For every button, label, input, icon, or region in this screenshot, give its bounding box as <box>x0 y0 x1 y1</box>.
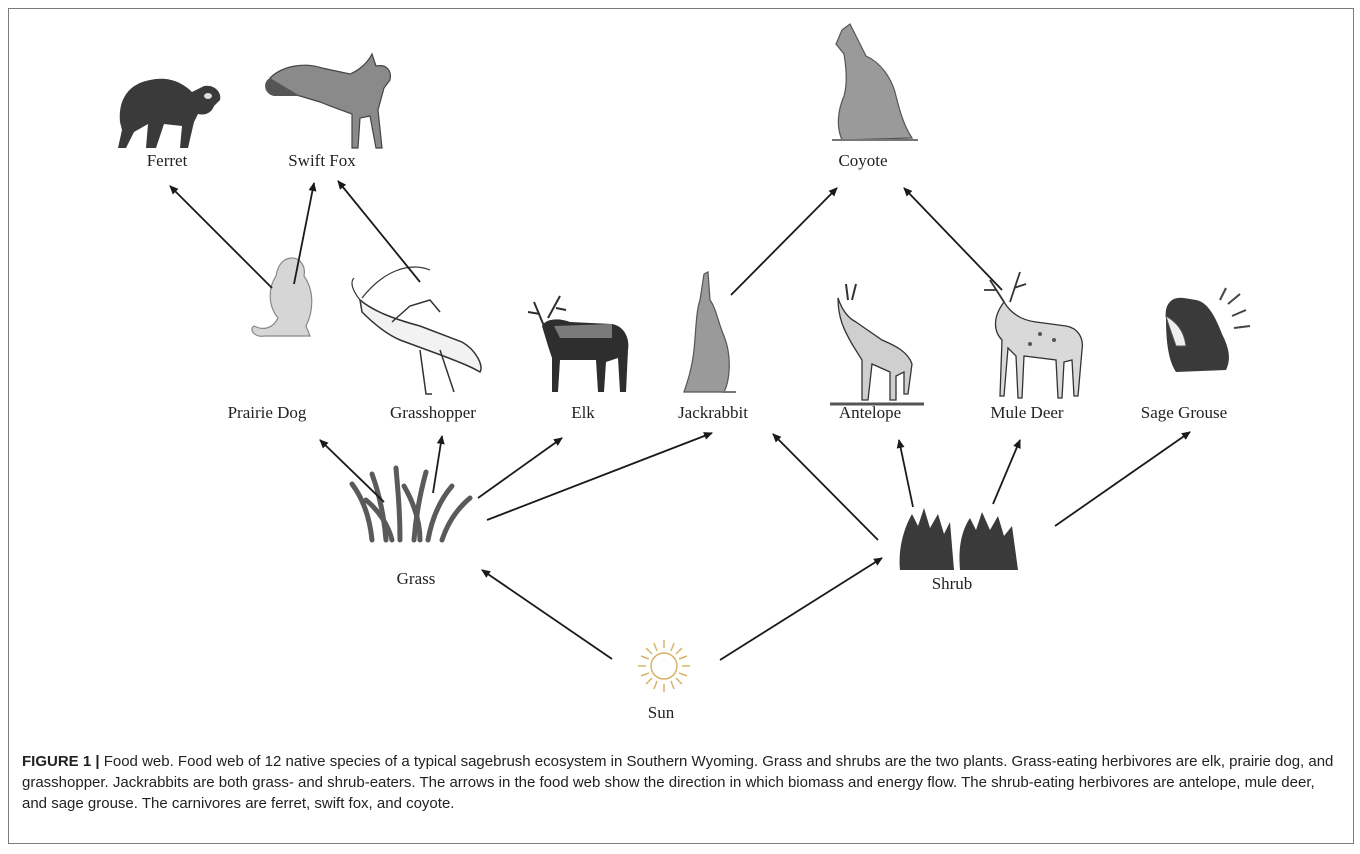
node-label-elk: Elk <box>571 403 595 422</box>
node-label-sun: Sun <box>648 703 675 722</box>
prairie-dog-illustration <box>252 258 312 336</box>
arrow-shrub-to-mule-deer <box>993 440 1020 504</box>
swift-fox-illustration <box>265 54 390 148</box>
arrow-grass-to-prairie-dog <box>320 440 384 502</box>
node-label-prairie-dog: Prairie Dog <box>228 403 307 422</box>
arrow-sun-to-grass <box>482 570 612 659</box>
elk-illustration <box>528 296 628 392</box>
mule-deer-illustration <box>984 272 1082 398</box>
arrow-grass-to-jackrabbit <box>487 433 712 520</box>
node-label-sage-grouse: Sage Grouse <box>1141 403 1227 422</box>
node-label-grass: Grass <box>397 569 436 588</box>
sage-grouse-illustration <box>1166 288 1250 372</box>
arrow-grasshopper-to-swift-fox <box>338 181 420 282</box>
arrow-shrub-to-jackrabbit <box>773 434 878 540</box>
antelope-illustration <box>830 284 924 404</box>
figure-caption: FIGURE 1 | Food web. Food web of 12 nati… <box>22 751 1342 814</box>
figure-caption-lead: FIGURE 1 | <box>22 753 100 770</box>
shrub-illustration <box>900 508 1018 570</box>
arrow-sun-to-shrub <box>720 558 882 660</box>
arrow-prairie-dog-to-ferret <box>170 186 272 288</box>
node-label-ferret: Ferret <box>147 151 188 170</box>
coyote-illustration <box>832 24 918 140</box>
sun-illustration <box>638 640 690 692</box>
arrow-shrub-to-antelope <box>899 440 913 507</box>
node-label-grasshopper: Grasshopper <box>390 403 476 422</box>
grasshopper-illustration <box>352 267 481 394</box>
arrow-jackrabbit-to-coyote <box>731 188 837 295</box>
jackrabbit-illustration <box>684 272 736 392</box>
node-label-shrub: Shrub <box>932 574 973 593</box>
ferret-illustration <box>118 79 220 148</box>
node-label-mule-deer: Mule Deer <box>990 403 1064 422</box>
figure-caption-text: Food web. Food web of 12 native species … <box>22 753 1333 812</box>
arrow-shrub-to-sage-grouse <box>1055 432 1190 526</box>
food-web-diagram: Ferret Swift Fox Coyote Prairie Dog Gras… <box>0 0 1360 750</box>
node-label-coyote: Coyote <box>838 151 887 170</box>
arrow-grass-to-elk <box>478 438 562 498</box>
node-label-jackrabbit: Jackrabbit <box>678 403 748 422</box>
arrow-mule-deer-to-coyote <box>904 188 1002 290</box>
arrow-grass-to-grasshopper <box>433 436 442 493</box>
node-label-antelope: Antelope <box>839 403 901 422</box>
grass-illustration <box>352 468 470 540</box>
node-label-swift-fox: Swift Fox <box>288 151 356 170</box>
